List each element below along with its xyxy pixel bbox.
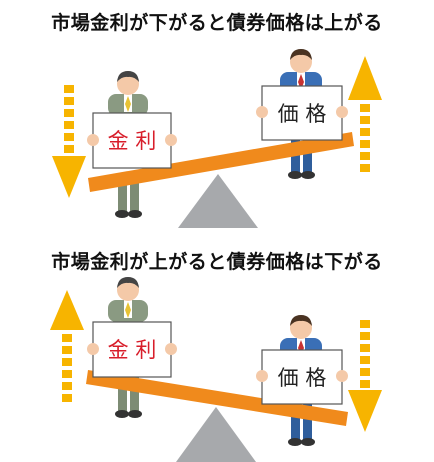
panel-2-heading: 市場金利が上がると債券価格は下がる — [51, 251, 383, 273]
panel-1-left-person — [108, 71, 148, 218]
panel-1-fulcrum — [178, 174, 258, 228]
panel-1 — [52, 49, 382, 228]
panel-2-price-label: 価 格 — [278, 366, 327, 390]
panel-2-right-sign — [256, 349, 348, 405]
panel-1-heading: 市場金利が下がると債券価格は上がる — [51, 12, 383, 34]
panel-2-fulcrum — [176, 407, 256, 462]
panel-2-rate-label: 金 利 — [108, 338, 157, 362]
panel-1-left-arrow-down — [52, 85, 86, 198]
panel-2-left-sign — [87, 321, 177, 378]
panel-2-seesaw-beam — [86, 370, 348, 426]
panel-1-left-sign — [87, 112, 177, 169]
panel-1-seesaw-beam — [88, 132, 354, 192]
panel-1-rate-label: 金 利 — [108, 129, 157, 153]
panel-2-right-arrow-down — [348, 320, 382, 432]
panel-1-right-sign — [256, 85, 348, 141]
panel-2 — [50, 277, 382, 462]
panel-2-left-arrow-up — [50, 290, 84, 402]
panel-1-right-arrow-up — [348, 56, 382, 172]
panel-1-price-label: 価 格 — [278, 102, 327, 126]
